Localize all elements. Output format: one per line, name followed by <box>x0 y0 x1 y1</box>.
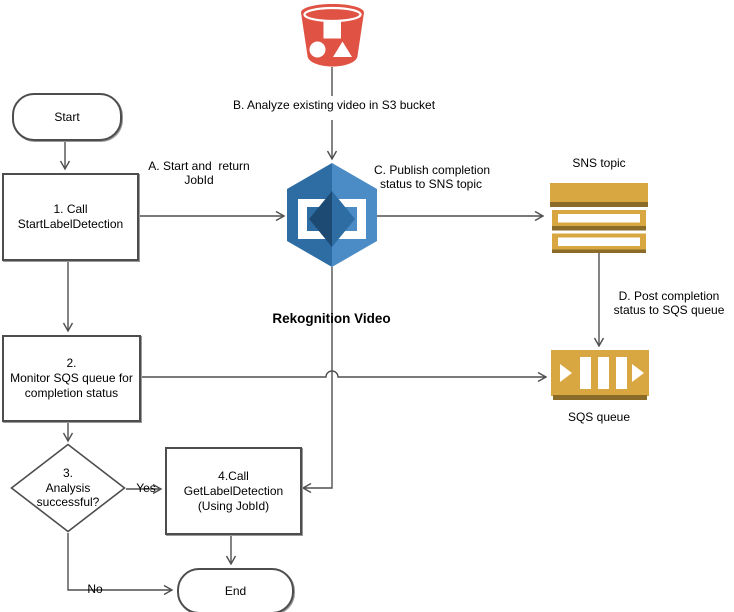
sqs-shadow <box>553 395 647 400</box>
step1-box: 1. Call StartLabelDetection <box>2 173 139 261</box>
step2-line: Monitor SQS queue for <box>10 371 133 385</box>
sqs-arrow-left <box>560 364 572 382</box>
sqs-bar-3 <box>616 357 627 389</box>
sns-bar-2-shadow <box>552 226 646 231</box>
connector-decision-no-to-end <box>67 533 174 596</box>
no-edge-label: No <box>87 582 103 596</box>
step4-line: 4.Call <box>218 468 249 483</box>
sns-topic-icon <box>550 183 648 253</box>
annotation-d: D. Post completion status to SQS queue <box>607 289 731 317</box>
sns-bar-3-shadow <box>552 249 646 253</box>
decision-line: successful? <box>36 495 100 510</box>
annotation-b-line: B. Analyze existing video in S3 bucket <box>232 98 436 112</box>
sqs-arrow-right <box>632 364 644 382</box>
rekognition-video-label: Rekognition Video <box>272 311 391 326</box>
annotation-a-line: A. Start and return <box>148 159 250 173</box>
sqs-bar-1 <box>580 357 591 389</box>
end-label: End <box>224 583 247 598</box>
s3-bucket-icon <box>300 4 365 67</box>
annotation-c: C. Publish completion status to SNS topi… <box>374 163 491 192</box>
annotation-c-line: status to SNS topic <box>379 177 483 192</box>
start-label: Start <box>54 109 80 124</box>
sns-bar-1 <box>550 183 648 202</box>
sns-bar-2-inner <box>558 214 640 223</box>
s3-square-glyph <box>323 21 341 39</box>
step1-line: StartLabelDetection <box>17 217 124 231</box>
connector-rekognition-to-step4 <box>301 267 333 494</box>
decision-diamond-shape <box>10 443 126 533</box>
s3-circle-glyph <box>309 41 326 58</box>
decision-diamond: 3. Analysis successful? <box>10 443 126 533</box>
annotation-a-line: JobId <box>184 173 214 188</box>
rekognition-hex-right <box>332 163 377 267</box>
sns-topic-label: SNS topic <box>572 156 626 170</box>
decision-line: Analysis <box>45 480 91 495</box>
annotation-a: A. Start and return JobId <box>133 159 265 187</box>
rekognition-diamond-right <box>332 191 355 247</box>
decision-line: 3. <box>62 466 73 481</box>
sqs-queue-icon <box>551 350 649 402</box>
yes-edge-label: Yes <box>136 481 156 495</box>
annotation-d-line: status to SQS queue <box>613 303 725 318</box>
step1-line: 1. Call <box>53 202 88 216</box>
rekognition-hex-left <box>287 163 332 267</box>
end-node: End <box>177 568 294 612</box>
step4-line: (Using JobId) <box>197 498 270 513</box>
rekognition-diamond-left <box>309 191 332 247</box>
rekognition-video-icon <box>287 163 377 267</box>
step4-line: GetLabelDetection <box>183 483 284 498</box>
connector-step2-to-sqs <box>137 370 548 383</box>
sns-bar-1-shadow <box>550 202 648 207</box>
step4-box: 4.Call GetLabelDetection (Using JobId) <box>165 447 302 535</box>
start-node: Start <box>12 93 122 141</box>
s3-triangle-glyph <box>333 41 352 57</box>
sqs-bar-2 <box>598 357 609 389</box>
annotation-c-line: C. Publish completion <box>374 163 491 177</box>
annotation-b: B. Analyze existing video in S3 bucket <box>219 98 449 112</box>
annotation-d-line: D. Post completion <box>618 289 720 303</box>
step2-line: 2. <box>66 356 77 370</box>
sns-bar-3-inner <box>558 237 640 246</box>
step2-line: completion status <box>24 386 119 400</box>
step2-box: 2. Monitor SQS queue for completion stat… <box>2 335 141 422</box>
sqs-queue-label: SQS queue <box>567 410 631 424</box>
